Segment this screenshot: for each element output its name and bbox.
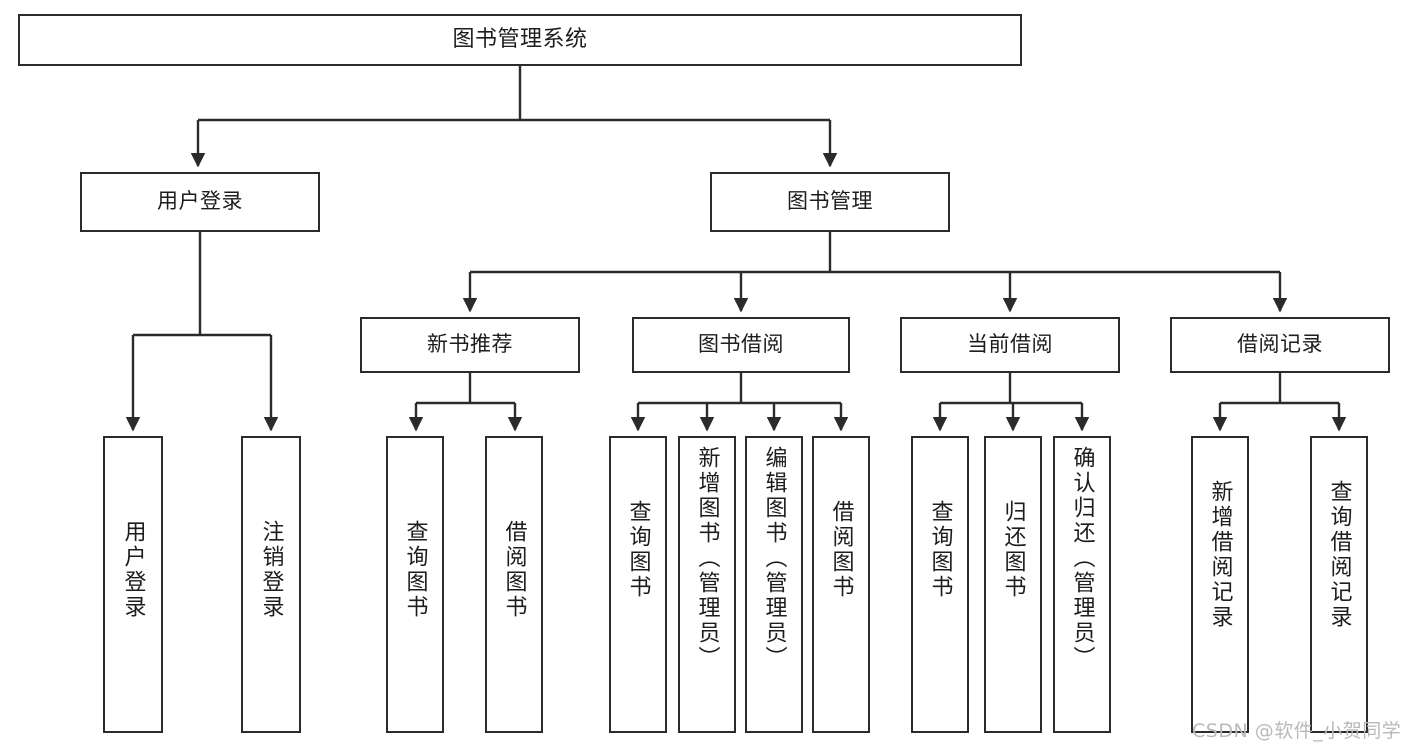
node-leaf-borrow-book-1-label: 借阅图书 [501,520,527,620]
node-leaf-edit-book-label: 编辑图书（管理员） [761,446,787,671]
node-user-login[interactable]: 用户登录 [80,172,320,232]
node-leaf-query-record-label: 查询借阅记录 [1326,480,1352,630]
node-leaf-query-book-2-label: 查询图书 [625,500,651,600]
node-leaf-add-book[interactable]: 新增图书（管理员） [678,436,736,733]
node-current-borrow[interactable]: 当前借阅 [900,317,1120,373]
node-leaf-return-book[interactable]: 归还图书 [984,436,1042,733]
node-new-book-rec[interactable]: 新书推荐 [360,317,580,373]
node-leaf-add-record[interactable]: 新增借阅记录 [1191,436,1249,733]
node-leaf-user-login[interactable]: 用户登录 [103,436,163,733]
node-leaf-add-book-label: 新增图书（管理员） [694,446,720,671]
node-leaf-confirm-return[interactable]: 确认归还（管理员） [1053,436,1111,733]
node-leaf-return-book-label: 归还图书 [1000,500,1026,600]
node-leaf-query-book-1[interactable]: 查询图书 [386,436,444,733]
node-book-borrow-label: 图书借阅 [698,332,784,357]
node-leaf-query-book-2[interactable]: 查询图书 [609,436,667,733]
node-leaf-add-record-label: 新增借阅记录 [1207,480,1233,630]
node-leaf-borrow-book-1[interactable]: 借阅图书 [485,436,543,733]
node-leaf-confirm-return-label: 确认归还（管理员） [1069,446,1095,671]
node-new-book-rec-label: 新书推荐 [427,332,513,357]
node-leaf-query-book-1-label: 查询图书 [402,520,428,620]
node-book-borrow[interactable]: 图书借阅 [632,317,850,373]
node-borrow-record-label: 借阅记录 [1237,332,1323,357]
node-leaf-borrow-book-2-label: 借阅图书 [828,500,854,600]
node-leaf-user-login-label: 用户登录 [120,520,146,620]
node-leaf-edit-book[interactable]: 编辑图书（管理员） [745,436,803,733]
node-leaf-query-book-3-label: 查询图书 [927,500,953,600]
node-root[interactable]: 图书管理系统 [18,14,1022,66]
node-leaf-borrow-book-2[interactable]: 借阅图书 [812,436,870,733]
node-user-login-label: 用户登录 [157,189,243,214]
node-leaf-user-logout[interactable]: 注销登录 [241,436,301,733]
node-root-label: 图书管理系统 [452,26,588,52]
node-borrow-record[interactable]: 借阅记录 [1170,317,1390,373]
node-leaf-query-book-3[interactable]: 查询图书 [911,436,969,733]
node-current-borrow-label: 当前借阅 [967,332,1053,357]
node-leaf-user-logout-label: 注销登录 [258,520,284,620]
node-book-mgmt-label: 图书管理 [787,189,873,214]
csdn-watermark: CSDN @软件_小贺同学 [1192,720,1402,742]
node-leaf-query-record[interactable]: 查询借阅记录 [1310,436,1368,733]
node-book-mgmt[interactable]: 图书管理 [710,172,950,232]
